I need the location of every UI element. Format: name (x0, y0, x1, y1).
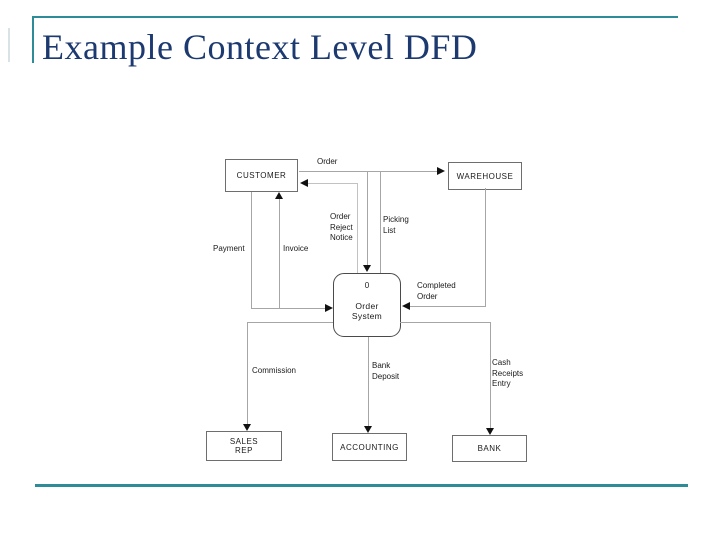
process-order-system: 0 Order System (333, 273, 401, 337)
entity-accounting-label: ACCOUNTING (340, 442, 399, 452)
flow-completed-order-arrowhead (402, 302, 410, 310)
flow-bank-deposit-arrowhead (364, 426, 372, 433)
flow-invoice-line-v (279, 199, 280, 309)
process-name: Order System (351, 301, 383, 321)
flow-cash-receipts-line-h (400, 322, 490, 323)
flow-order-arrowhead-warehouse (437, 167, 445, 175)
flow-label-completed-order: Completed Order (417, 281, 456, 301)
flow-label-payment: Payment (213, 244, 245, 253)
slide-accent-line-left (32, 16, 34, 63)
flow-label-order-reject-notice: Order Reject Notice (330, 212, 353, 242)
entity-customer: CUSTOMER (225, 159, 298, 192)
flow-label-bank-deposit: Bank Deposit (372, 361, 400, 381)
slide-accent-line-faint (8, 28, 10, 62)
entity-warehouse: WAREHOUSE (448, 162, 522, 190)
flow-commission-arrowhead (243, 424, 251, 431)
flow-payment-arrowhead (325, 304, 333, 312)
flow-completed-order-line-h (410, 306, 486, 307)
slide-title: Example Context Level DFD (42, 27, 478, 67)
flow-payment-line-h (251, 308, 325, 309)
flow-label-invoice: Invoice (283, 244, 309, 253)
flow-label-commission: Commission (252, 366, 297, 375)
entity-bank: BANK (452, 435, 527, 462)
flow-order-line-h (299, 171, 437, 172)
flow-reject-notice-arrowhead (300, 179, 308, 187)
flow-payment-line-v (251, 192, 252, 309)
entity-warehouse-label: WAREHOUSE (456, 171, 514, 181)
flow-bank-deposit-line-v (368, 337, 369, 426)
flow-reject-notice-line-v (357, 183, 358, 273)
flow-label-order: Order (317, 157, 338, 166)
process-number: 0 (364, 281, 370, 290)
entity-bank-label: BANK (477, 444, 502, 453)
entity-accounting: ACCOUNTING (332, 433, 407, 461)
entity-sales-rep: SALES REP (206, 431, 282, 461)
flow-commission-line-h (247, 322, 333, 323)
flow-invoice-arrowhead (275, 192, 283, 199)
entity-sales-rep-label: SALES REP (229, 437, 259, 455)
slide-accent-line-top (32, 16, 678, 18)
flow-order-line-v (367, 171, 368, 265)
flow-cash-receipts-arrowhead (486, 428, 494, 435)
flow-picking-list-line-v (380, 171, 381, 273)
slide-accent-line-bottom (35, 484, 688, 487)
flow-cash-receipts-line-v (490, 322, 491, 428)
entity-customer-label: CUSTOMER (236, 171, 287, 180)
flow-label-cash-receipts-entry: Cash Receipts Entry (492, 358, 524, 388)
flow-label-picking-list: Picking List (383, 215, 409, 235)
flow-completed-order-line-v (485, 188, 486, 307)
flow-order-arrowhead-process (363, 265, 371, 272)
flow-reject-notice-line-h (308, 183, 358, 184)
flow-commission-line-v (247, 322, 248, 424)
